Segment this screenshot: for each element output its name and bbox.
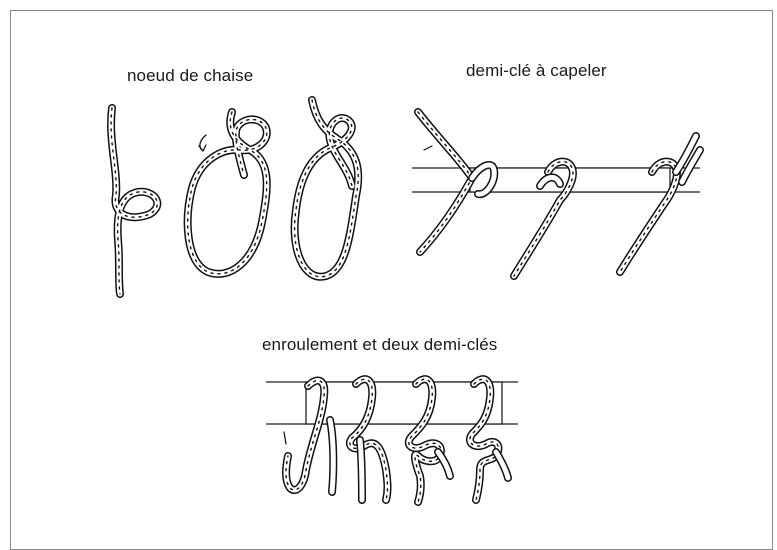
clove-hitch-step-3 [620, 136, 700, 272]
bowline-step-3 [295, 100, 359, 277]
round-turn-pole [266, 382, 518, 424]
bowline-step-1 [111, 108, 157, 294]
bowline-step-2 [188, 112, 267, 274]
